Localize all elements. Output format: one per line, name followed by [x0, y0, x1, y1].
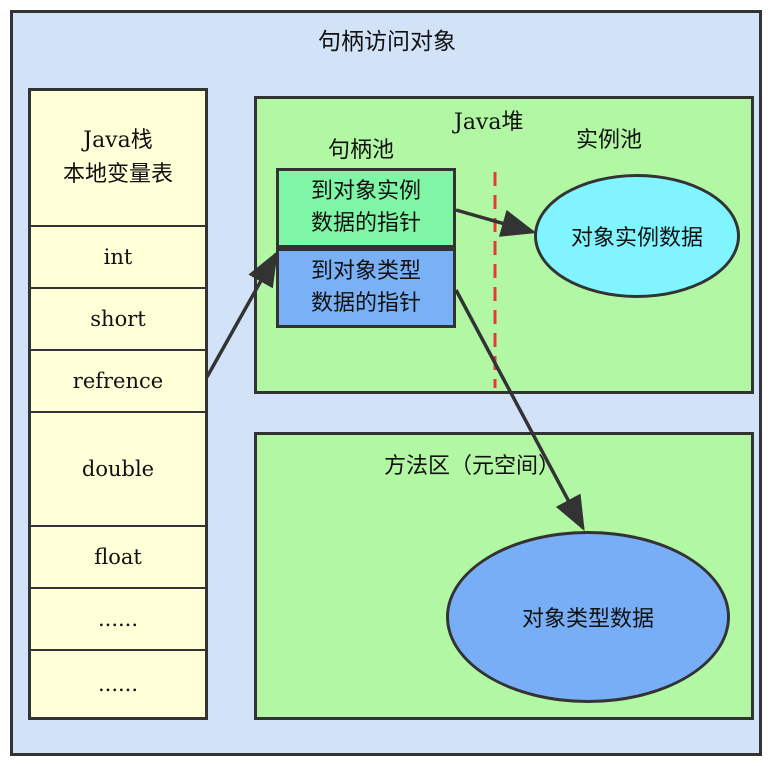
type-data-ellipse: 对象类型数据 [446, 531, 730, 703]
instance-pool-label: 实例池 [576, 128, 643, 153]
stack-cell-ellipsis-1: ...... [31, 587, 205, 649]
instance-pointer-line1: 到对象实例 [310, 179, 421, 205]
type-pointer-line2: 数据的指针 [310, 291, 421, 316]
stack-header: Java栈 本地变量表 [31, 91, 205, 225]
stack-cell-double: double [31, 411, 205, 525]
instance-pointer-line2: 数据的指针 [310, 211, 421, 236]
reference-to-handle-arrow [205, 250, 278, 378]
stack-cell-refrence: refrence [31, 349, 205, 411]
stack-cell-float: float [31, 525, 205, 587]
type-data-label: 对象类型数据 [521, 607, 654, 632]
instance-pointer-box: 到对象实例 数据的指针 [276, 168, 456, 248]
instance-data-label: 对象实例数据 [570, 226, 703, 251]
java-stack: Java栈 本地变量表 int short refrence double fl… [28, 88, 208, 720]
type-pointer-box: 到对象类型 数据的指针 [276, 248, 456, 328]
stack-header-line1: Java栈 [83, 127, 153, 153]
stack-cell-ellipsis-2: ...... [31, 649, 205, 717]
stack-cell-short: short [31, 287, 205, 349]
handle-pool-label: 句柄池 [328, 138, 395, 163]
method-area-label: 方法区（元空间） [384, 454, 561, 479]
stack-cell-int: int [31, 225, 205, 287]
diagram-title: 句柄访问对象 [318, 29, 456, 55]
type-pointer-arrow [454, 289, 585, 532]
type-pointer-line1: 到对象类型 [310, 259, 421, 285]
stack-header-line2: 本地变量表 [62, 162, 173, 187]
java-heap-label: Java堆 [454, 110, 524, 135]
instance-pointer-arrow [455, 208, 537, 237]
